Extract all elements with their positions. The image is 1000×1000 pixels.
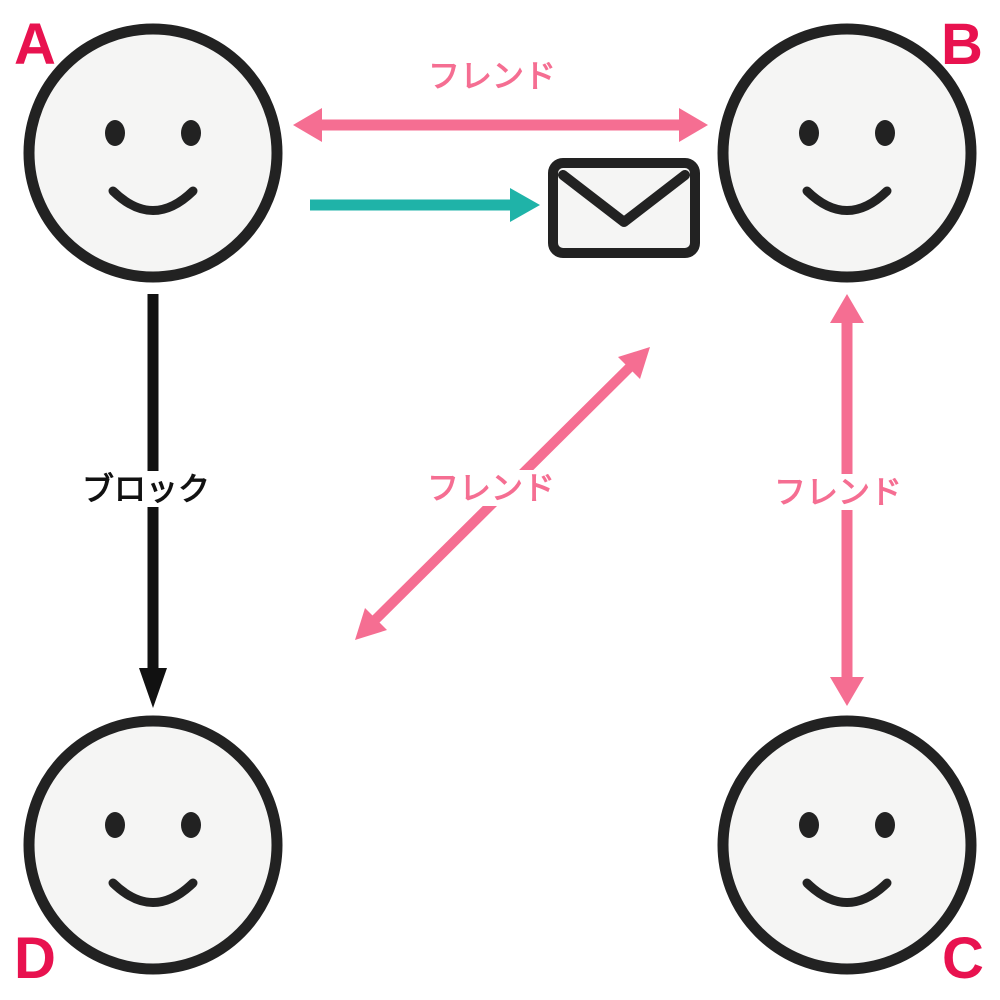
node-label-c: C	[942, 926, 984, 991]
edge-ad-block-label: ブロック	[78, 471, 215, 507]
node-label-a: A	[14, 12, 56, 77]
edge-bc-friend-label: フレンド	[770, 474, 907, 510]
face-b-icon	[717, 23, 977, 283]
edge-diagonal-friend-label: フレンド	[423, 470, 560, 506]
face-a-icon	[23, 23, 283, 283]
face-d-icon	[23, 715, 283, 975]
envelope-icon	[548, 158, 700, 258]
edge-ab-friend-arrow	[293, 108, 708, 142]
edge-ab-friend-label: フレンド	[424, 58, 561, 94]
node-label-d: D	[14, 926, 56, 991]
face-c-icon	[717, 715, 977, 975]
edge-a-message-arrow	[310, 188, 540, 222]
node-label-b: B	[941, 12, 983, 77]
